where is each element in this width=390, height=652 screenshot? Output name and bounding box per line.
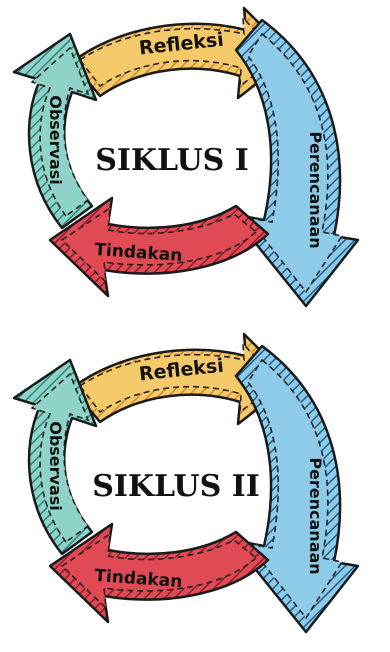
observasi-arrow: Observasi [12, 32, 98, 230]
perencanaan-arrow: Perencanaan [230, 18, 360, 308]
cycle-title: SIKLUS II [92, 469, 260, 504]
perencanaan-label: Perencanaan [306, 131, 325, 248]
refleksi-arrow: Refleksi [70, 6, 294, 100]
perencanaan-label: Perencanaan [306, 457, 325, 574]
cycle-diagram-2: Refleksi Perencanaan Tindakan Observasi … [0, 326, 390, 646]
cycle-title: SIKLUS I [95, 143, 249, 178]
refleksi-arrow: Refleksi [70, 332, 294, 426]
cycle-diagram-graphic: Refleksi Perencanaan Tindakan Observasi … [12, 6, 360, 308]
cycle-diagram-1: Refleksi Perencanaan Tindakan Observasi … [0, 0, 390, 320]
observasi-arrow: Observasi [12, 358, 98, 556]
tindakan-arrow: Tindakan [48, 196, 270, 298]
tindakan-arrow: Tindakan [48, 522, 270, 624]
observasi-label: Observasi [46, 95, 65, 185]
observasi-label: Observasi [46, 421, 65, 511]
cycle-diagram-graphic: Refleksi Perencanaan Tindakan Observasi … [12, 332, 360, 634]
